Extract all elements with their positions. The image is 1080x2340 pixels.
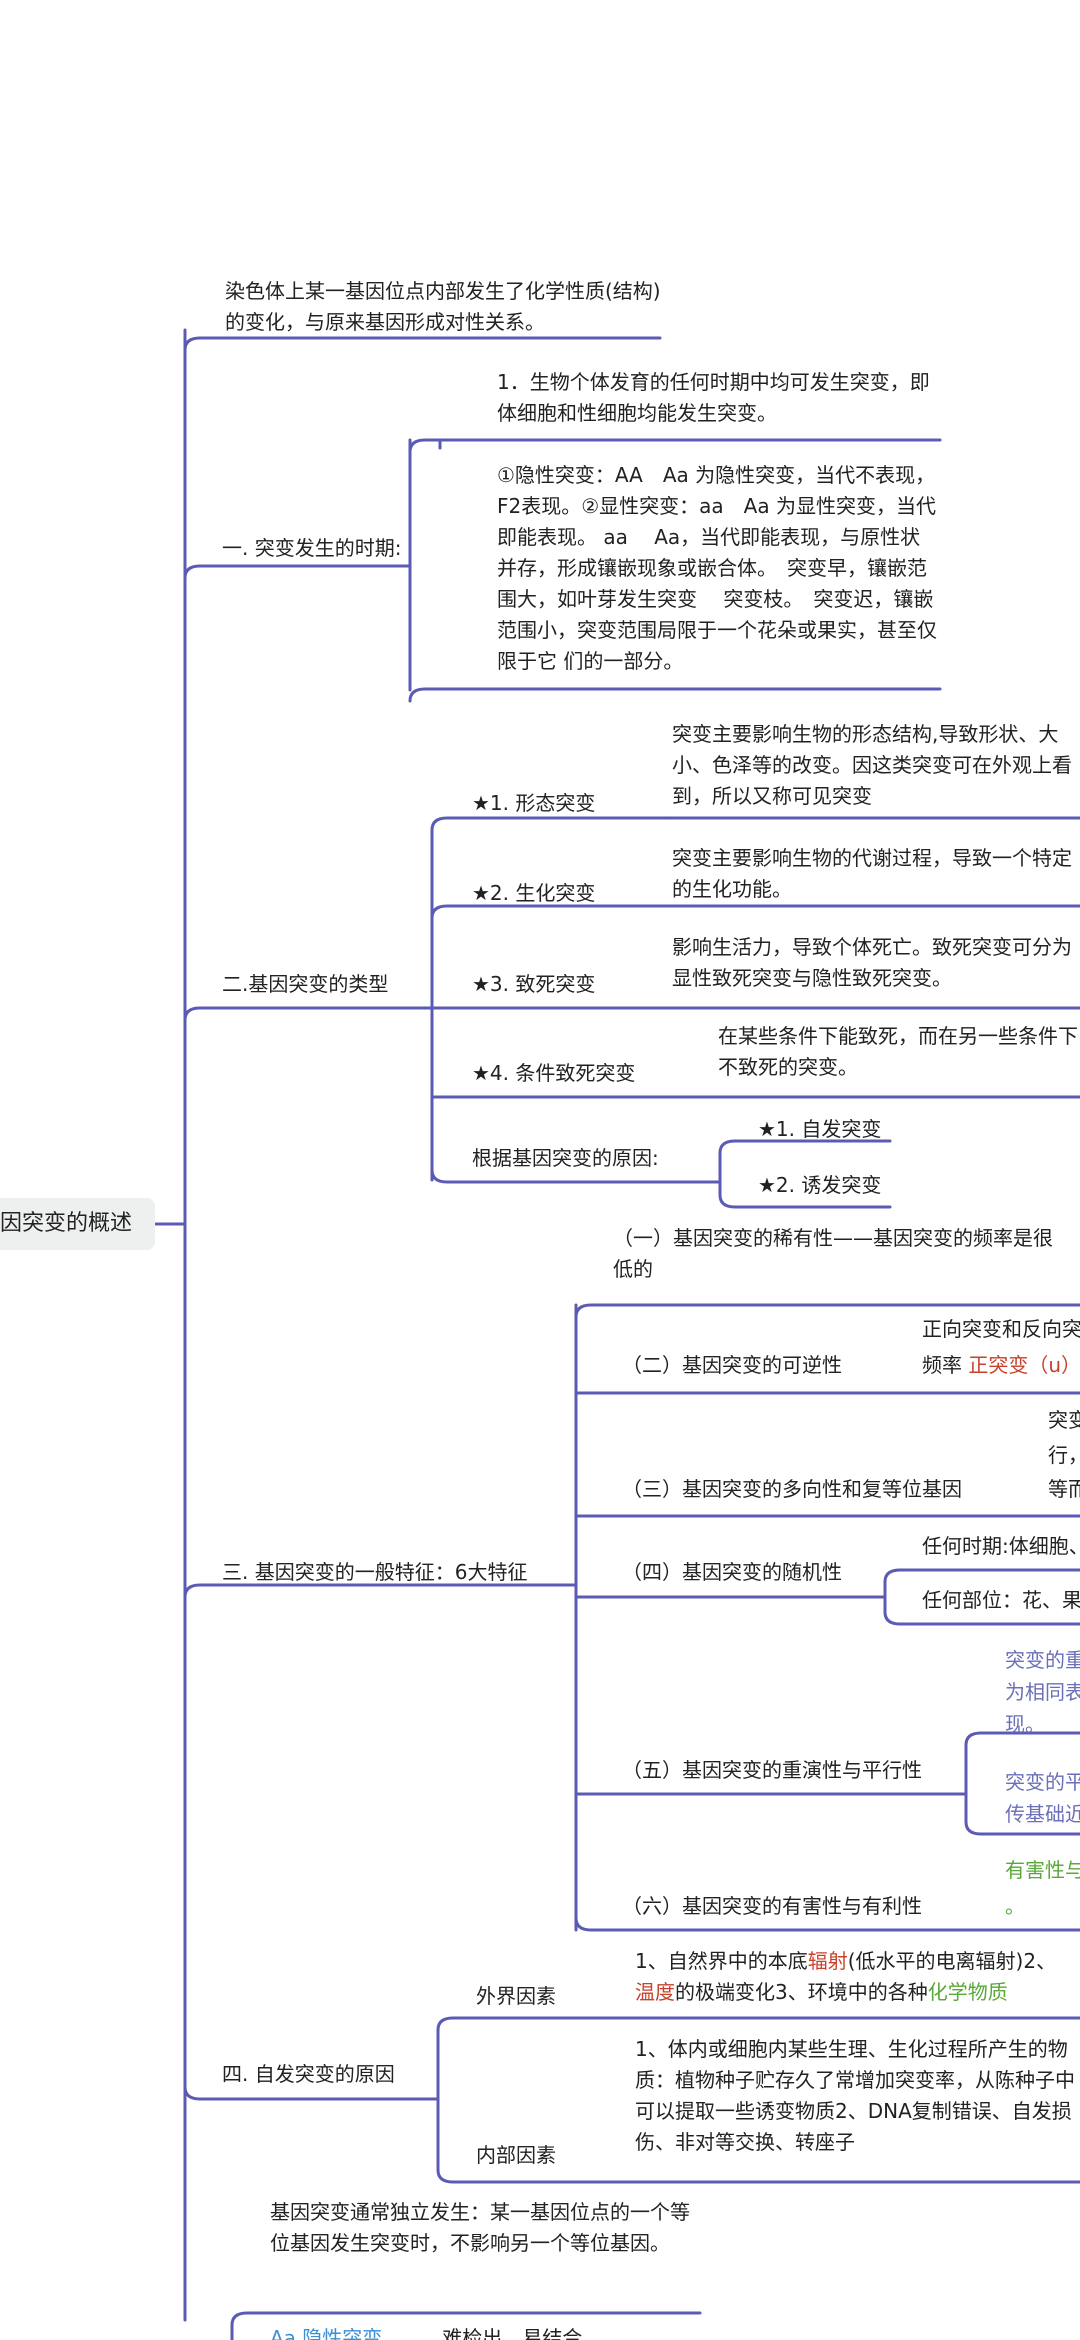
f5-d2: 为相同表 [1005,1680,1080,1704]
f4-branch [883,1568,1080,1599]
ext-underline [436,2016,1080,2032]
f3-d3: 等而 [1048,1477,1080,1501]
t5-branch [718,1139,892,1184]
t1-desc: 突变主要影响生物的形态结构,导致形状、大小、色泽等的改变。因这类突变可在外观上看… [672,722,1072,808]
s1-underline [183,564,412,580]
s4-label[interactable]: 四. 自发突变的原因 [222,2062,395,2086]
f2-label[interactable]: （二）基因突变的可逆性 [622,1353,842,1377]
f6-underline [574,1916,1080,1932]
t2-underline [430,904,1080,920]
t5-label[interactable]: 根据基因突变的原因: [472,1146,659,1170]
f2-d2: 频率 正突变（u） [922,1353,1080,1377]
s3-label[interactable]: 三. 基因突变的一般特征：6大特征 [222,1560,528,1584]
int-underline [436,2168,1080,2184]
t1-label[interactable]: ★1. 形态突变 [472,791,596,815]
top-note-underline [183,336,662,352]
f6-label[interactable]: （六）基因突变的有害性与有利性 [622,1894,922,1918]
f4-d2: 任何部位：花、果 [922,1588,1080,1612]
f4-d1: 任何时期:体细胞、 [922,1534,1080,1558]
t5-underline [430,1168,722,1184]
t3-label[interactable]: ★3. 致死突变 [472,972,596,996]
f5-label[interactable]: （五）基因突变的重演性与平行性 [622,1758,922,1782]
int-desc: 1、体内或细胞内某些生理、生化过程所产生的物质：植物种子贮存久了常增加突变率，从… [635,2037,1075,2154]
f5-d1: 突变的重 [1005,1648,1080,1672]
f5-branch-b [964,1792,1080,1836]
t3-desc: 影响生活力，导致个体死亡。致死突变可分为显性致死突变与隐性致死突变。 [672,935,1072,990]
s1-desc-a: 1．生物个体发育的任何时期中均可发生突变，即体细胞和性细胞均能发生突变。 [497,370,930,425]
s4-underline [183,2085,440,2101]
bottom-note: 基因突变通常独立发生：某一基因位点的一个等位基因发生突变时，不影响另一个等位基因… [270,2200,690,2255]
t4-label[interactable]: ★4. 条件致死突变 [472,1061,636,1085]
t2-desc: 突变主要影响生物的代谢过程，导致一个特定的生化功能。 [672,846,1072,901]
s2-label[interactable]: 二.基因突变的类型 [222,972,389,996]
s3-underline [183,1583,578,1599]
f3-d2: 行， [1048,1443,1080,1467]
s2-underline [183,1006,434,1022]
ext-label[interactable]: 外界因素 [476,1984,556,2008]
f3-label[interactable]: （三）基因突变的多向性和复等位基因 [622,1477,962,1501]
s1-desc-b: ①隐性突变：AA Aa 为隐性突变，当代不表现，F2表现。②显性突变：aa Aa… [497,463,937,673]
f4-branch-b [883,1595,1080,1626]
bottom-box [230,2311,702,2340]
f6-d2: 。 [1005,1894,1025,1918]
f1-label[interactable]: （一）基因突变的稀有性——基因突变的频率是很低的 [613,1226,1053,1281]
f1-underline [574,1303,1080,1319]
bottom-cut: Aa 隐性突变 难检出，易结合 [270,2326,583,2340]
f5-d5: 传基础近 [1005,1802,1080,1826]
root-node[interactable]: 因突变的概述 [0,1198,155,1250]
ext-desc: 1、自然界中的本底辐射(低水平的电离辐射)2、温度的极端变化3、环境中的各种化学… [635,1949,1057,2004]
t5-branch-b [718,1180,892,1209]
s1b-underline [408,687,942,703]
t5-a[interactable]: ★1. 自发突变 [758,1117,882,1141]
s1a-underline [408,438,942,454]
t1-underline [430,816,672,832]
f5-branch [964,1731,1080,1796]
t5-b[interactable]: ★2. 诱发突变 [758,1173,882,1197]
int-label[interactable]: 内部因素 [476,2143,556,2167]
f2-d1: 正向突变和反向突 [922,1317,1080,1341]
top-note: 染色体上某一基因位点内部发生了化学性质(结构)的变化，与原来基因形成对性关系。 [225,279,661,334]
t4-desc: 在某些条件下能致死，而在另一些条件下不致死的突变。 [718,1024,1078,1079]
f6-d1: 有害性与 [1005,1858,1080,1882]
f3-d1: 突变 [1048,1408,1080,1432]
f5-d4: 突变的平 [1005,1770,1080,1794]
t2-label[interactable]: ★2. 生化突变 [472,881,596,905]
f5-d3: 现。 [1005,1712,1045,1736]
f4-label[interactable]: （四）基因突变的随机性 [622,1560,842,1584]
s1-label[interactable]: 一. 突变发生的时期: [222,536,402,560]
